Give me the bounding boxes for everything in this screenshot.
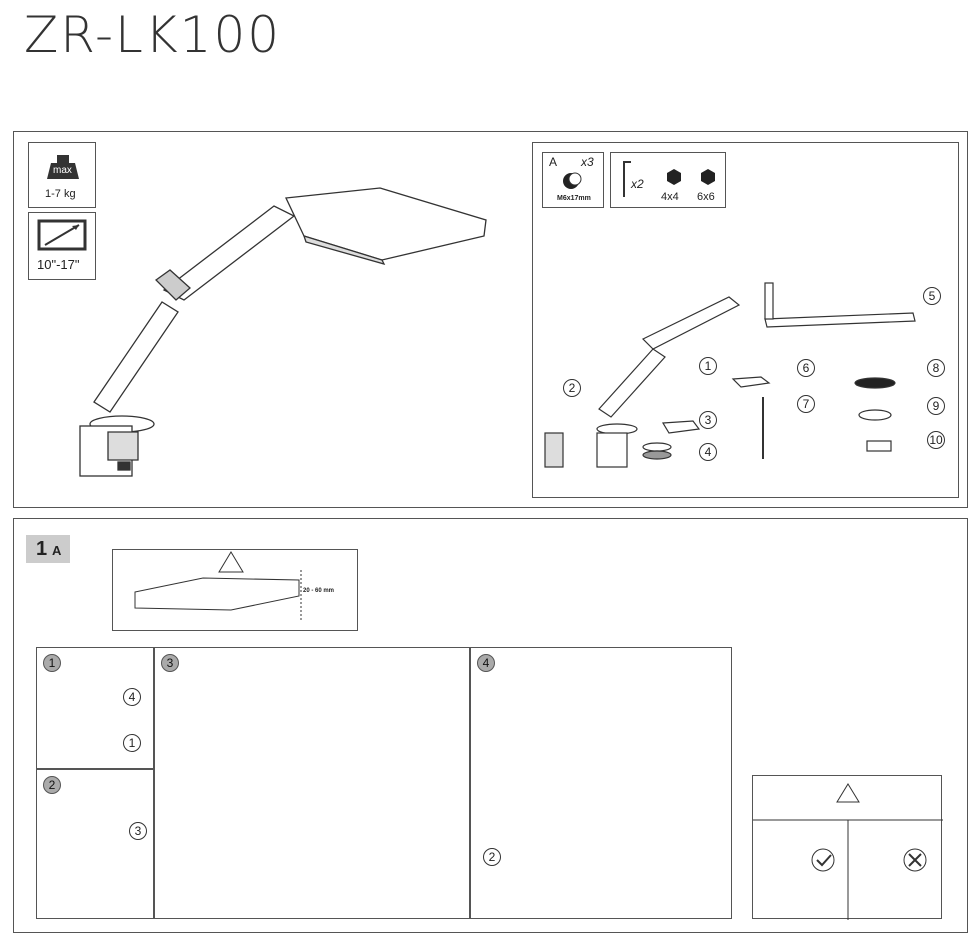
hex-nut-icon — [701, 169, 715, 185]
weight-range: 1-7 kg — [45, 188, 76, 200]
part-4-label: 4 — [699, 443, 717, 461]
mount-check-box — [752, 775, 943, 920]
warning-icon — [836, 783, 860, 803]
hex-key-icon — [623, 161, 631, 197]
step-number: 1 — [36, 538, 48, 560]
part-6-label: 6 — [797, 359, 815, 377]
hardware-a-qty: x3 — [581, 155, 594, 169]
warning-icon — [218, 551, 244, 573]
parts-box: 2 1 3 4 5 6 7 8 9 10 — [532, 142, 959, 498]
substep-1-callout-a: 4 — [123, 688, 141, 706]
substep-2-number: 2 — [43, 776, 61, 794]
screen-size-box: 10"-17" — [28, 212, 96, 280]
monitor-arm-illustration — [79, 187, 487, 477]
hardware-a-label: A — [549, 155, 558, 169]
step-badge: 1 A — [26, 535, 70, 563]
step-suffix: A — [52, 543, 62, 558]
thickness-range: 20 - 60 mm — [303, 588, 335, 594]
part-2-label: 2 — [563, 379, 581, 397]
substep-1: 1 4 1 — [36, 647, 154, 769]
screw-icon — [563, 172, 582, 189]
substep-1-callout-b: 1 — [123, 734, 141, 752]
tools-box: x2 4x4 6x6 — [610, 152, 726, 208]
part-1-label: 1 — [699, 357, 717, 375]
weight-icon — [47, 155, 79, 179]
hardware-a-size: M6x17mm — [557, 195, 591, 202]
part-3-label: 3 — [699, 411, 717, 429]
part-8-label: 8 — [927, 359, 945, 377]
part-9-label: 9 — [927, 397, 945, 415]
part-5-label: 5 — [923, 287, 941, 305]
overview-panel: max 1-7 kg 10"-17" A x3 M — [13, 131, 968, 508]
substep-4-callout: 2 — [483, 848, 501, 866]
step-panel: 1 A 20 - 60 mm 1 4 1 2 3 3 4 2 — [13, 518, 968, 933]
page-title: ZR-LK100 — [24, 6, 282, 64]
hardware-kit-box: A x3 M6x17mm — [542, 152, 604, 208]
hex-nut-icon — [667, 169, 681, 185]
parts-illustration — [544, 282, 916, 468]
hex-large-label: 6x6 — [697, 191, 715, 203]
substep-3-number: 3 — [161, 654, 179, 672]
weight-spec-box: max 1-7 kg — [28, 142, 96, 208]
screen-size-icon — [37, 219, 87, 251]
weight-max-label: max — [53, 165, 72, 176]
check-icon — [811, 848, 835, 872]
wrench-qty: x2 — [631, 177, 644, 191]
substep-4: 4 2 — [470, 647, 732, 919]
substep-2-callout: 3 — [129, 822, 147, 840]
desk-thickness-box: 20 - 60 mm — [112, 549, 358, 631]
substep-4-number: 4 — [477, 654, 495, 672]
screen-range: 10"-17" — [37, 257, 80, 272]
part-7-label: 7 — [797, 395, 815, 413]
hex-small-label: 4x4 — [661, 191, 679, 203]
substep-2: 2 3 — [36, 769, 154, 919]
part-10-label: 10 — [927, 431, 945, 449]
substep-3: 3 — [154, 647, 470, 919]
substep-1-number: 1 — [43, 654, 61, 672]
